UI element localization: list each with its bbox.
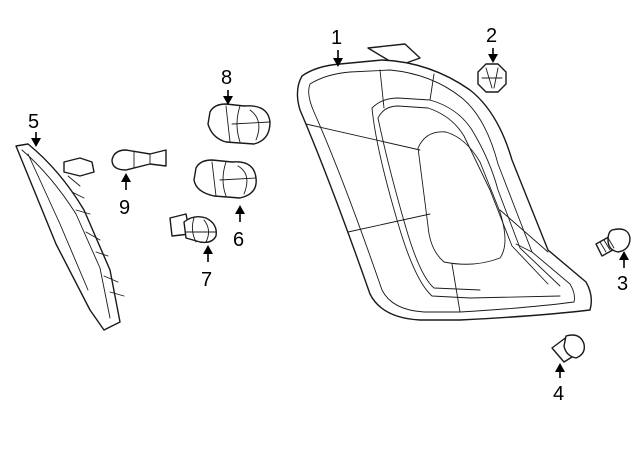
- lamp-clip: [477, 63, 507, 93]
- side-reflector: [15, 143, 125, 331]
- wedge-bulb: [169, 213, 217, 244]
- callout-2: 2: [486, 25, 497, 47]
- callout-3: 3: [617, 273, 628, 295]
- callout-7: 7: [201, 269, 212, 291]
- bulb-small: [111, 149, 167, 171]
- bulb-large: [193, 159, 257, 199]
- callout-1: 1: [331, 27, 342, 49]
- callout-8: 8: [221, 67, 232, 89]
- callout-labels: 1 2 3 4 5 6 7 8 9: [28, 25, 628, 405]
- callout-9: 9: [119, 197, 130, 219]
- callout-4: 4: [553, 383, 564, 405]
- tail-lamp-assembly: [296, 43, 593, 321]
- callout-arrows: [31, 48, 629, 378]
- grommet: [551, 334, 586, 363]
- callout-5: 5: [28, 111, 39, 133]
- callout-6: 6: [233, 229, 244, 251]
- bulb-upper: [207, 103, 271, 145]
- mounting-bolt: [595, 228, 631, 257]
